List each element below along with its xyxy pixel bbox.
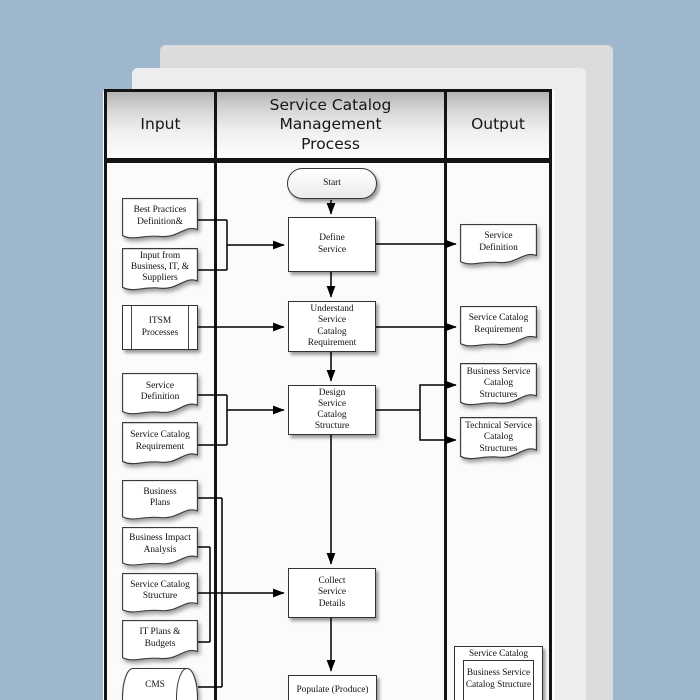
header-cell-input: Input bbox=[107, 92, 214, 158]
input-doc-it-plans-budgets: IT Plans & Budgets bbox=[122, 620, 198, 664]
node-label: Business Plans bbox=[143, 486, 177, 508]
flow-node-populate-produce: Populate (Produce) bbox=[288, 675, 377, 700]
flow-node-design-service-catalog-structure: Design Service Catalog Structure bbox=[288, 385, 376, 435]
direct-data-shape bbox=[122, 668, 198, 700]
swimlane-header-row: Input Service Catalog Management Process… bbox=[104, 89, 552, 163]
node-label: Business Service Catalog Structure bbox=[465, 668, 532, 690]
table-right-border bbox=[549, 163, 552, 700]
node-label: Service Catalog Requirement bbox=[468, 313, 529, 335]
node-label: Understand Service Catalog Requirement bbox=[307, 304, 357, 348]
node-label: Populate (Produce) bbox=[296, 685, 369, 695]
lane-divider-process-output bbox=[444, 163, 447, 700]
input-doc-business-plans: Business Plans bbox=[122, 480, 198, 523]
node-label: Business Service Catalog Structures bbox=[466, 367, 531, 400]
input-doc-input-from-business-it-suppliers: Input from Business, IT, & Suppliers bbox=[122, 248, 198, 294]
node-label: Start bbox=[323, 177, 341, 188]
flow-node-understand-service-catalog-requirement: Understand Service Catalog Requirement bbox=[288, 301, 376, 352]
flow-node-start: Start bbox=[287, 168, 377, 199]
node-label: Service Catalog Requirement bbox=[130, 430, 190, 452]
input-doc-best-practices-definition: Best Practices Definition& bbox=[122, 198, 198, 242]
input-doc-service-catalog-structure: Service Catalog Structure bbox=[122, 573, 198, 616]
container-inner-box: Business Service Catalog Structure bbox=[463, 660, 534, 700]
output-container-service-catalog: Service Catalog Business Service Catalog… bbox=[454, 646, 543, 700]
input-cylinder-cms: CMS bbox=[122, 668, 198, 700]
node-label: Service Catalog Structure bbox=[130, 579, 190, 601]
output-doc-service-catalog-requirement: Service Catalog Requirement bbox=[460, 306, 537, 350]
input-doc-business-impact-analysis: Business Impact Analysis bbox=[122, 527, 198, 569]
node-label: Service Definition bbox=[479, 231, 518, 253]
node-label: IT Plans & Budgets bbox=[139, 627, 181, 649]
node-label: Best Practices Definition& bbox=[133, 205, 187, 227]
node-label: Service Definition bbox=[140, 380, 180, 402]
header-cell-process-title: Service Catalog Management Process bbox=[214, 92, 447, 158]
input-predefined-itsm-processes: ITSM Processes bbox=[122, 305, 198, 350]
table-left-border bbox=[104, 163, 107, 700]
lane-divider-input-process bbox=[214, 163, 217, 700]
flow-node-define-service: Define Service bbox=[288, 217, 376, 272]
node-label: Business Impact Analysis bbox=[129, 533, 191, 555]
node-label: Collect Service Details bbox=[317, 576, 347, 609]
node-label: Define Service bbox=[317, 233, 347, 255]
node-label: ITSM Processes bbox=[141, 316, 179, 338]
node-label: Input from Business, IT, & Suppliers bbox=[130, 250, 190, 284]
flow-node-collect-service-details: Collect Service Details bbox=[288, 568, 376, 618]
input-doc-service-definition: Service Definition bbox=[122, 373, 198, 418]
input-doc-service-catalog-requirement: Service Catalog Requirement bbox=[122, 422, 198, 468]
node-label: Technical Service Catalog Structures bbox=[465, 421, 532, 454]
header-cell-output: Output bbox=[447, 92, 549, 158]
output-doc-service-definition: Service Definition bbox=[460, 224, 537, 268]
output-doc-business-service-catalog-structures: Business Service Catalog Structures bbox=[460, 363, 537, 409]
container-title: Service Catalog bbox=[468, 649, 529, 659]
node-label: CMS bbox=[145, 680, 165, 690]
node-label: Design Service Catalog Structure bbox=[314, 387, 350, 432]
output-doc-technical-service-catalog-structures: Technical Service Catalog Structures bbox=[460, 417, 537, 463]
